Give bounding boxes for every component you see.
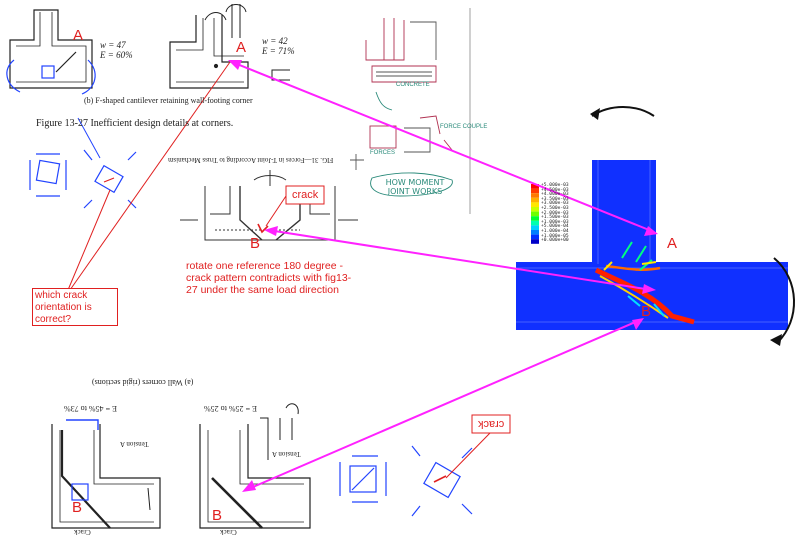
e-range-left: E = 45% to 73%: [64, 404, 117, 413]
legend-swatch: [531, 216, 539, 221]
bottom-corner-left: [51, 419, 161, 529]
leader-line-2: [69, 61, 231, 291]
label-a-top-left: A: [73, 27, 84, 44]
hand-sketch-lower: [350, 91, 453, 197]
bottom-corner-right: [199, 403, 311, 529]
hand-sketch: [365, 18, 437, 83]
crack-box-bottom: [471, 414, 511, 434]
legend-swatch: [531, 207, 539, 212]
corner-detail-right: [169, 4, 290, 89]
legend-swatch: [531, 193, 539, 198]
legend-value: +0.000e+00: [541, 238, 569, 244]
legend-value: +1.500e-03: [541, 215, 569, 221]
w-value-2: w = 42: [262, 36, 288, 46]
sketch-label-couple: FORCE COUPLE: [440, 124, 488, 130]
e-value-1: E = 60%: [100, 50, 133, 60]
label-a-fem: A: [667, 235, 678, 252]
sketch-label-concrete: CONCRETE: [396, 82, 430, 88]
label-b-bottom-mid: B: [212, 507, 223, 524]
legend-value: +1.000e-04: [541, 228, 569, 234]
bracket-arrow: [204, 12, 227, 21]
legend-value: +4.500e-03: [541, 187, 569, 193]
crack-box-middle: [285, 185, 325, 205]
label-b-fem: B: [641, 303, 652, 320]
moment-arrow-1: [6, 59, 21, 93]
legend-swatch: [531, 211, 539, 217]
crack-label-bottom: crack: [478, 418, 505, 430]
e-range-right: E = 25% to 25%: [204, 404, 257, 413]
legend-value: +1.000e-03: [541, 219, 569, 225]
legend-value: +1.000e-05: [541, 233, 569, 239]
legend-swatch: [531, 184, 539, 189]
rotation-arrow-right: [773, 257, 795, 343]
tension-label-right: Tension A: [272, 450, 301, 458]
legend-swatch: [531, 225, 539, 230]
arrow-to-element: [77, 117, 101, 159]
legend-value: +4.000e-03: [541, 192, 569, 198]
crack-label-middle: crack: [292, 189, 319, 201]
legend-value: +5.000e-03: [541, 183, 569, 188]
crack-label-right: Crack: [220, 528, 237, 536]
rotation-arrowhead-right: [770, 334, 782, 346]
tension-label-left: Tension A: [120, 440, 149, 448]
leader-line-1: [67, 189, 111, 291]
legend-value: +2.500e-03: [541, 205, 569, 211]
figure-caption-b: (b) F-shaped cantilever retaining wall-f…: [84, 96, 253, 105]
stress-element-bottom-2: [411, 445, 473, 517]
truss-caption-rotated: FIG. 31—Forces in T-Joint According to T…: [168, 156, 334, 164]
crack-leader-bottom: [445, 432, 491, 479]
question-note: which crack orientation is correct?: [35, 290, 92, 325]
legend-swatch: [531, 230, 539, 235]
question-box: [32, 288, 118, 326]
legend-swatch: [531, 188, 539, 194]
w-value-1: w = 47: [100, 40, 126, 50]
label-b-bottom-left: B: [72, 499, 83, 516]
fem-legend: [531, 184, 539, 244]
caption-rotated-bottom: (a) Wall corners (rigid sections): [92, 378, 194, 387]
legend-value: +3.000e-03: [541, 201, 569, 207]
rotation-arrowhead-top: [590, 108, 600, 120]
magenta-arrowheads: [228, 60, 658, 492]
legend-value: +2.000e-03: [541, 210, 569, 216]
fem-legend-values: +5.000e-03+4.500e-03+4.000e-03+3.500e-03…: [541, 183, 601, 244]
stress-element-right: [83, 149, 137, 209]
rotation-arrow-top: [591, 106, 655, 117]
label-a-top-mid: A: [236, 39, 247, 56]
legend-swatch: [531, 220, 539, 226]
legend-swatch: [531, 239, 539, 244]
stress-element-left: [29, 153, 67, 197]
figure-title: Figure 13-27 Inefficient design details …: [36, 118, 234, 129]
corner-detail-left: [9, 9, 93, 89]
sketch-title: HOW MOMENT JOINT WORKS: [385, 178, 445, 196]
sketch-label-forces: FORCES: [370, 150, 396, 156]
rotate-note: rotate one reference 180 degree - crack …: [186, 260, 352, 296]
crack-leader-middle: [265, 195, 287, 227]
legend-swatch: [531, 234, 539, 240]
legend-value: +5.000e-04: [541, 224, 569, 230]
magenta-arrows: [231, 61, 655, 491]
legend-swatch: [531, 202, 539, 207]
legend-swatch: [531, 197, 539, 203]
label-b-middle: B: [250, 235, 261, 252]
crack-label-left: Crack: [74, 528, 91, 536]
legend-value: +3.500e-03: [541, 196, 569, 202]
e-value-2: E = 71%: [262, 46, 295, 56]
stress-element-bottom-1: [339, 455, 387, 503]
moment-arrow-2: [81, 59, 96, 95]
